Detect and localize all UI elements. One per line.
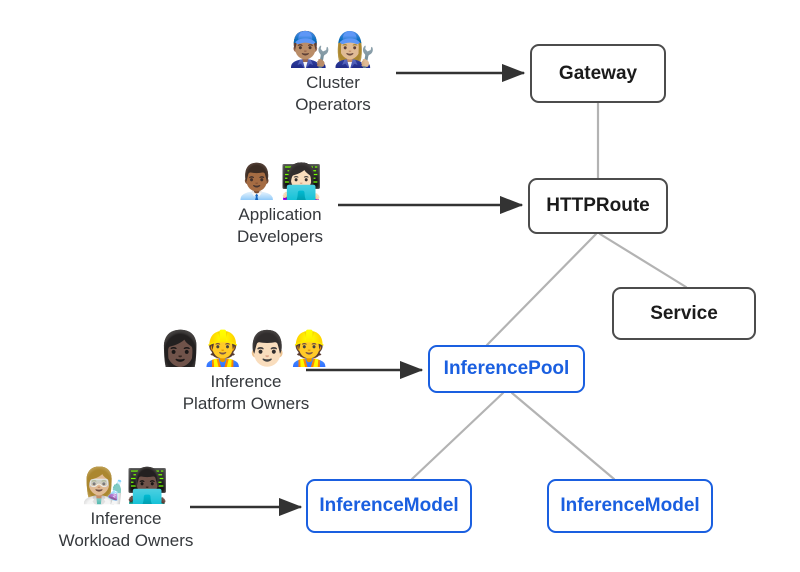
- edge-httproute-service: [598, 232, 688, 289]
- persona-inference-platform-owners: 👩🏿‍👷👨🏻‍👷 Inference Platform Owners: [136, 329, 356, 415]
- node-inferencepool-label: InferencePool: [443, 358, 570, 379]
- application-developers-label: Application Developers: [237, 205, 323, 246]
- node-service[interactable]: Service: [612, 287, 756, 340]
- node-inferencemodel-right-label: InferenceModel: [560, 495, 700, 516]
- node-inferencepool[interactable]: InferencePool: [428, 345, 585, 393]
- inference-platform-owners-label: Inference Platform Owners: [182, 372, 310, 413]
- node-httproute-label: HTTPRoute: [546, 195, 650, 216]
- node-inferencemodel-left[interactable]: InferenceModel: [306, 479, 472, 533]
- inference-workload-owners-label: Inference Workload Owners: [58, 509, 194, 550]
- node-gateway-label: Gateway: [558, 62, 638, 84]
- node-httproute[interactable]: HTTPRoute: [528, 178, 668, 234]
- persona-inference-workload-owners: 👩🏼‍🔬👨🏿‍💻 Inference Workload Owners: [16, 466, 236, 552]
- edge-inferencepool-model-left: [410, 391, 505, 481]
- node-gateway[interactable]: Gateway: [530, 44, 666, 103]
- persona-application-developers: 👨🏾‍💼👩🏻‍💻 Application Developers: [170, 162, 390, 248]
- inference-platform-owners-emoji-icons: 👩🏿‍👷👨🏻‍👷: [159, 329, 333, 369]
- cluster-operators-emoji-icons: 👨🏽‍🔧👩🏼‍🔧: [288, 30, 378, 70]
- node-service-label: Service: [650, 302, 718, 324]
- application-developers-emoji-icons: 👨🏾‍💼👩🏻‍💻: [235, 162, 325, 202]
- inference-workload-owners-emoji-icons: 👩🏼‍🔬👨🏿‍💻: [81, 466, 171, 506]
- persona-cluster-operators: 👨🏽‍🔧👩🏼‍🔧 Cluster Operators: [223, 30, 443, 116]
- cluster-operators-label: Cluster Operators: [295, 73, 371, 114]
- node-inferencemodel-right[interactable]: InferenceModel: [547, 479, 713, 533]
- edge-inferencepool-model-right: [510, 391, 616, 481]
- edge-httproute-inferencepool: [485, 232, 598, 347]
- node-inferencemodel-left-label: InferenceModel: [319, 495, 459, 516]
